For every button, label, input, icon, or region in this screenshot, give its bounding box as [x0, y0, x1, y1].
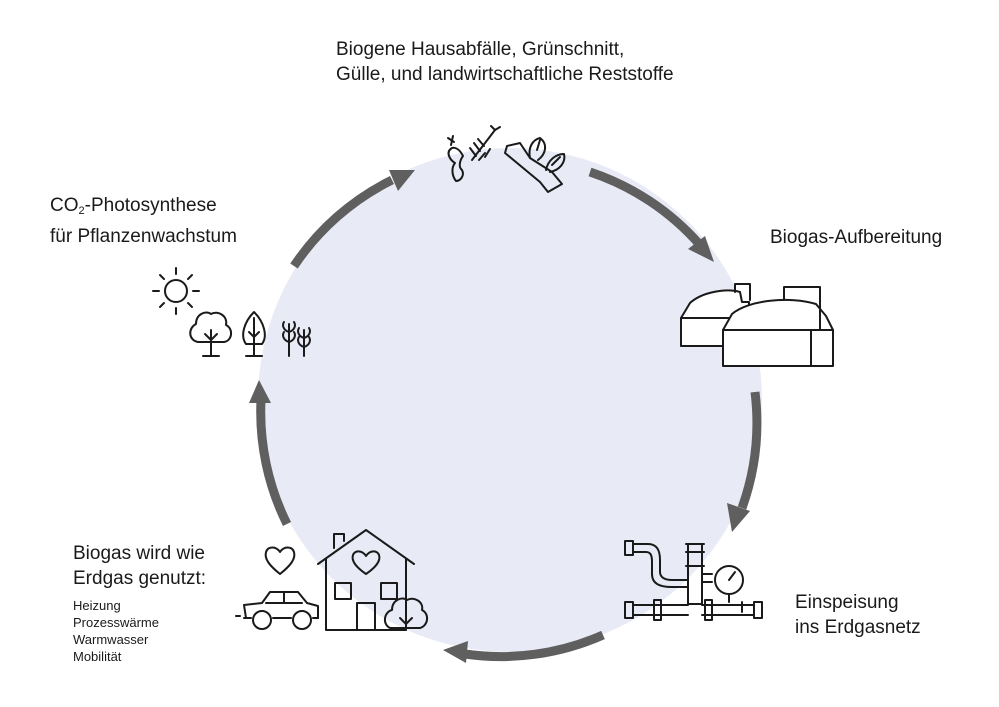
usage-label: Biogas wird wie Erdgas genutzt:: [73, 541, 206, 591]
apple-core-icon: [447, 135, 464, 182]
sun-icon: [152, 267, 200, 315]
photosynthesis-label: CO2-Photosynthese für Pflanzenwachstum: [50, 193, 237, 249]
biogas-digester-tanks-icon: [680, 283, 834, 367]
heart-icon: [264, 546, 296, 575]
input-materials-label: Biogene Hausabfälle, Grünschnitt, Gülle,…: [336, 37, 674, 87]
usage-list: Heizung Prozesswärme Warmwasser Mobilitä…: [73, 597, 159, 665]
arrow-feedin-to-usage: [443, 630, 605, 663]
branch-with-leaves-icon: [504, 137, 566, 193]
input-materials-line-2: Gülle, und landwirtschaftliche Reststoff…: [336, 64, 674, 85]
car-icon: [235, 591, 319, 630]
usage-item-hot-water: Warmwasser: [73, 632, 149, 647]
photosynthesis-line-1: CO2-Photosynthese: [50, 193, 237, 224]
biogas-upgrading-label: Biogas-Aufbereitung: [770, 227, 943, 248]
usage-item-process-heat: Prozesswärme: [73, 615, 159, 630]
house-icon: [317, 529, 415, 631]
co2-subscript: 2: [78, 205, 85, 217]
input-materials-line-1: Biogene Hausabfälle, Grünschnitt,: [336, 39, 625, 60]
usage-item-mobility: Mobilität: [73, 649, 122, 664]
usage-item-heating: Heizung: [73, 598, 121, 613]
crop-plants-icon: [282, 321, 311, 357]
arrow-photosynthesis-to-input: [290, 170, 415, 269]
fish-bone-icon: [469, 125, 501, 161]
arrow-input-to-upgrading: [588, 167, 714, 262]
usage-line-2: Erdgas genutzt:: [73, 568, 207, 589]
cycle-arrows: [249, 167, 762, 663]
feed-in-line-2: ins Erdgasnetz: [795, 617, 921, 638]
gas-pipeline-meter-icon: [624, 540, 763, 621]
round-tree-icon: [189, 311, 232, 357]
photosynthesis-line-2: für Pflanzenwachstum: [50, 226, 237, 247]
arrow-upgrading-to-feedin: [727, 391, 762, 532]
co2-prefix: CO: [50, 195, 79, 216]
feed-in-line-1: Einspeisung: [795, 592, 899, 613]
photosynthesis-text: -Photosynthese: [84, 195, 217, 216]
arrow-usage-to-photosynthesis: [249, 380, 292, 526]
grid-feed-in-label: Einspeisung ins Erdgasnetz: [795, 590, 921, 640]
cycle-background-circle: [258, 148, 762, 652]
pointed-tree-icon: [242, 311, 266, 357]
usage-line-1: Biogas wird wie: [73, 543, 205, 564]
bush-icon: [384, 597, 428, 631]
